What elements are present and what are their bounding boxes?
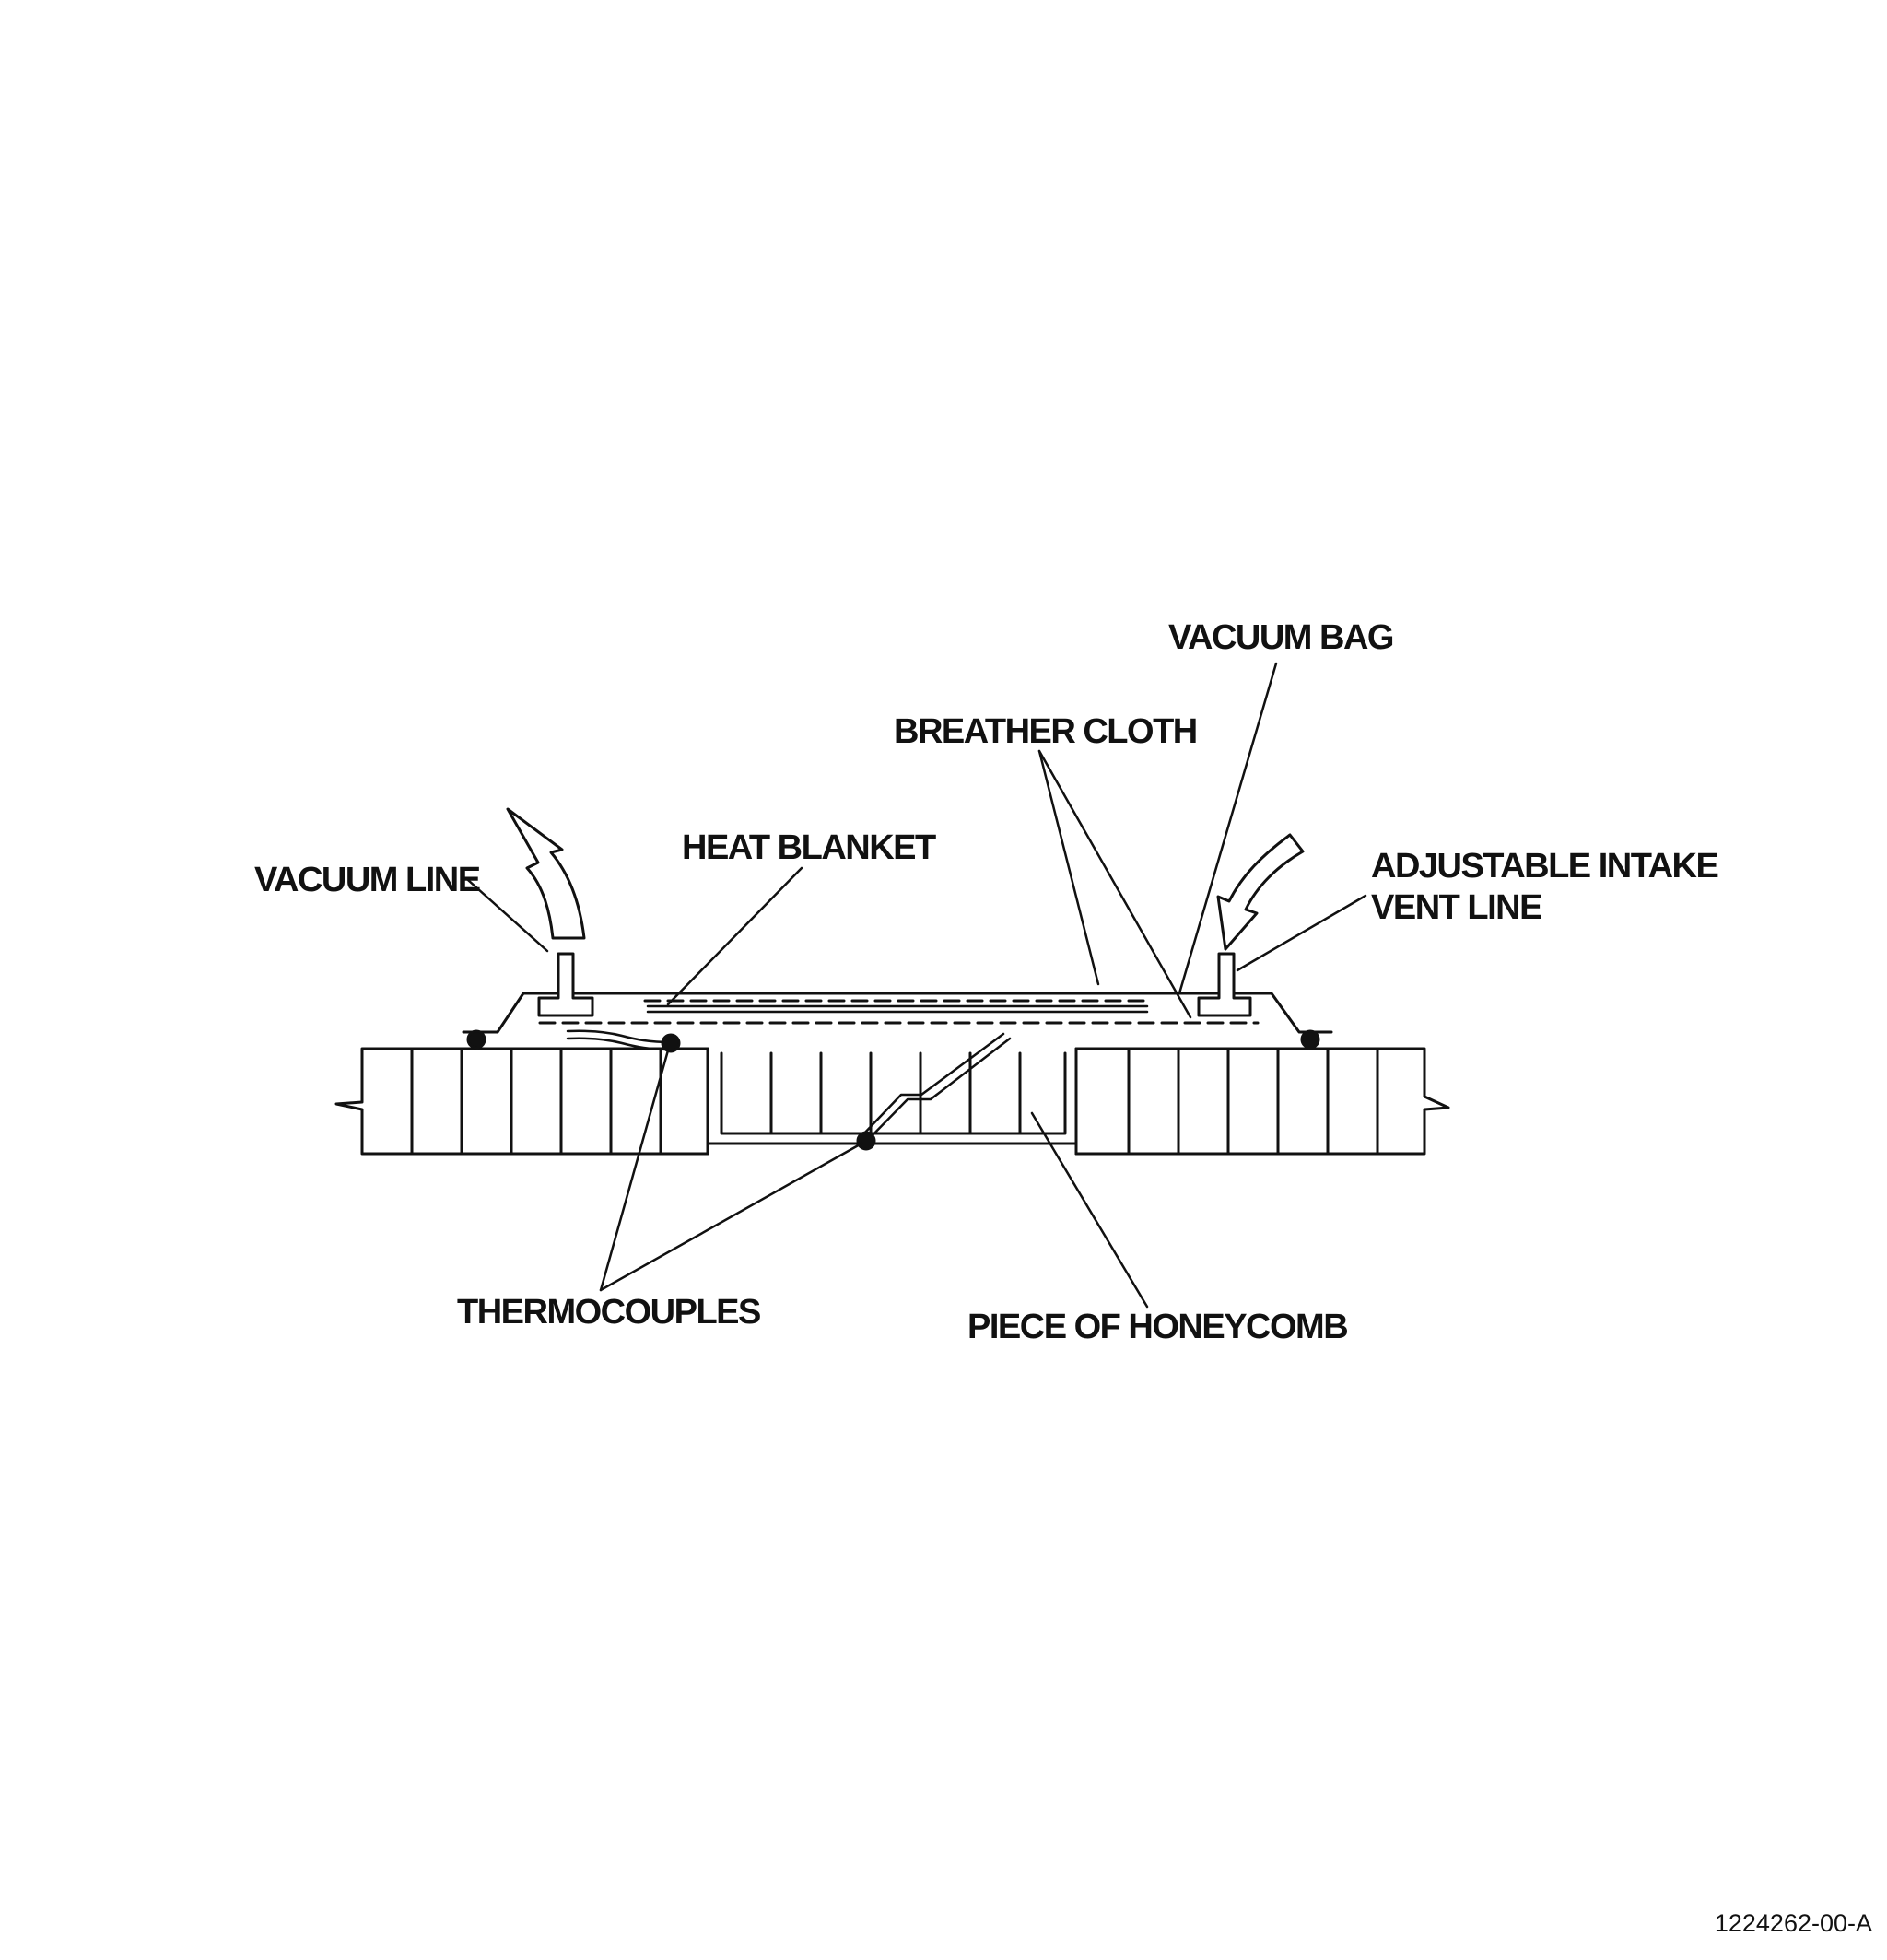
panel-right-outline <box>1074 1047 1450 1156</box>
vacuum-port-fitting <box>537 952 594 1017</box>
intake-vent-port <box>1197 833 1305 1017</box>
repair-cutout-inner <box>720 1051 1067 1135</box>
leader-heat-blanket <box>666 866 803 1006</box>
leader-thermocouples-2 <box>599 1142 863 1292</box>
thermocouple-wires <box>566 1029 1012 1143</box>
bag-layers <box>538 999 1260 1025</box>
panel-left-outline <box>334 1047 709 1156</box>
leader-breather-cloth-2 <box>1037 749 1192 1019</box>
intake-inflow-arrow <box>1216 833 1305 951</box>
vacuum-bag <box>462 992 1333 1050</box>
figure-id: 1224262-00-A <box>1714 1909 1872 1937</box>
label-vacuum-bag: VACUUM BAG <box>1168 618 1394 657</box>
label-adjustable-intake: ADJUSTABLE INTAKE <box>1371 847 1719 886</box>
repair-cutout-outline <box>706 1047 1078 1145</box>
leader-piece-of-honeycomb <box>1030 1111 1149 1309</box>
leader-lines <box>466 662 1367 1309</box>
label-vent-line: VENT LINE <box>1371 888 1542 927</box>
leader-thermocouples-1 <box>599 1049 670 1292</box>
vacuum-outflow-arrow <box>506 807 586 940</box>
label-vacuum-line: VACUUM LINE <box>254 861 481 899</box>
leader-intake-vent-line <box>1236 894 1367 972</box>
leader-breather-cloth-1 <box>1037 749 1100 986</box>
vacuum-line-port <box>506 807 594 1017</box>
leader-vacuum-line <box>466 878 549 953</box>
sealant-tape-left <box>466 1029 486 1050</box>
sealant-tape-right <box>1300 1029 1320 1050</box>
leader-vacuum-bag <box>1178 662 1278 995</box>
label-breather-cloth: BREATHER CLOTH <box>894 712 1198 751</box>
label-heat-blanket: HEAT BLANKET <box>682 828 936 867</box>
thermocouple-junction-1 <box>661 1033 681 1053</box>
label-piece-of-honeycomb: PIECE OF HONEYCOMB <box>967 1308 1349 1346</box>
label-thermocouples: THERMOCOUPLES <box>457 1293 761 1332</box>
honeycomb-panel <box>334 1047 1450 1156</box>
intake-port-fitting <box>1197 952 1252 1017</box>
thermocouple-junction-2 <box>856 1131 876 1151</box>
